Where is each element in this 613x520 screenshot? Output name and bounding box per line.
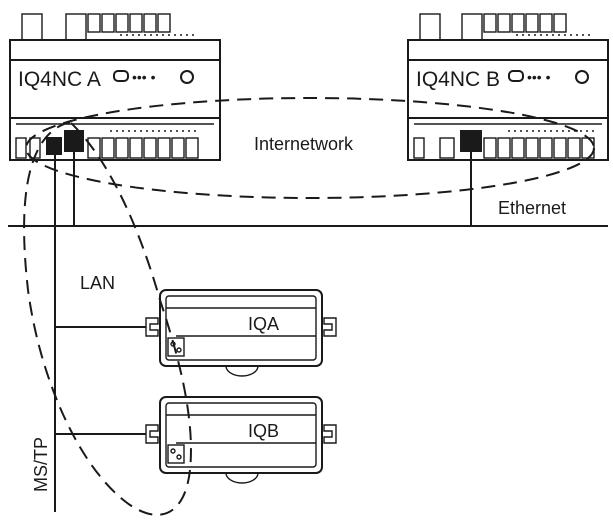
- mstp-port-a: [46, 137, 62, 155]
- controller-a: IQ4NC A ••• •: [9, 13, 221, 161]
- internetwork-loop: [25, 97, 595, 199]
- controller-b-label: IQ4NC B: [416, 68, 500, 91]
- iq-b-module: IQB: [145, 396, 337, 484]
- iq-b-label: IQB: [248, 421, 279, 441]
- led-dots-b: ••• •: [527, 69, 551, 85]
- led-dots-a: ••• •: [132, 69, 156, 85]
- mstp-network: [54, 155, 146, 512]
- bottom-terminals-a: [15, 123, 214, 159]
- internetwork-label: Internetwork: [254, 134, 354, 154]
- ethernet-label: Ethernet: [498, 198, 566, 218]
- top-terminals-a: [21, 13, 196, 41]
- top-terminals-b: [419, 13, 592, 41]
- iq-a-label: IQA: [248, 314, 279, 334]
- controller-b: IQ4NC B ••• •: [407, 13, 609, 161]
- status-leds-b: ••• •: [508, 69, 589, 85]
- lan-label: LAN: [80, 273, 115, 293]
- lan-loop: [23, 120, 192, 516]
- iq-a-module: IQA: [145, 289, 337, 377]
- ethernet-port-a: [64, 130, 84, 152]
- mstp-label: MS/TP: [31, 437, 51, 492]
- ethernet-port-b: [460, 130, 482, 152]
- status-leds-a: ••• •: [113, 69, 194, 85]
- controller-a-label: IQ4NC A: [18, 68, 101, 91]
